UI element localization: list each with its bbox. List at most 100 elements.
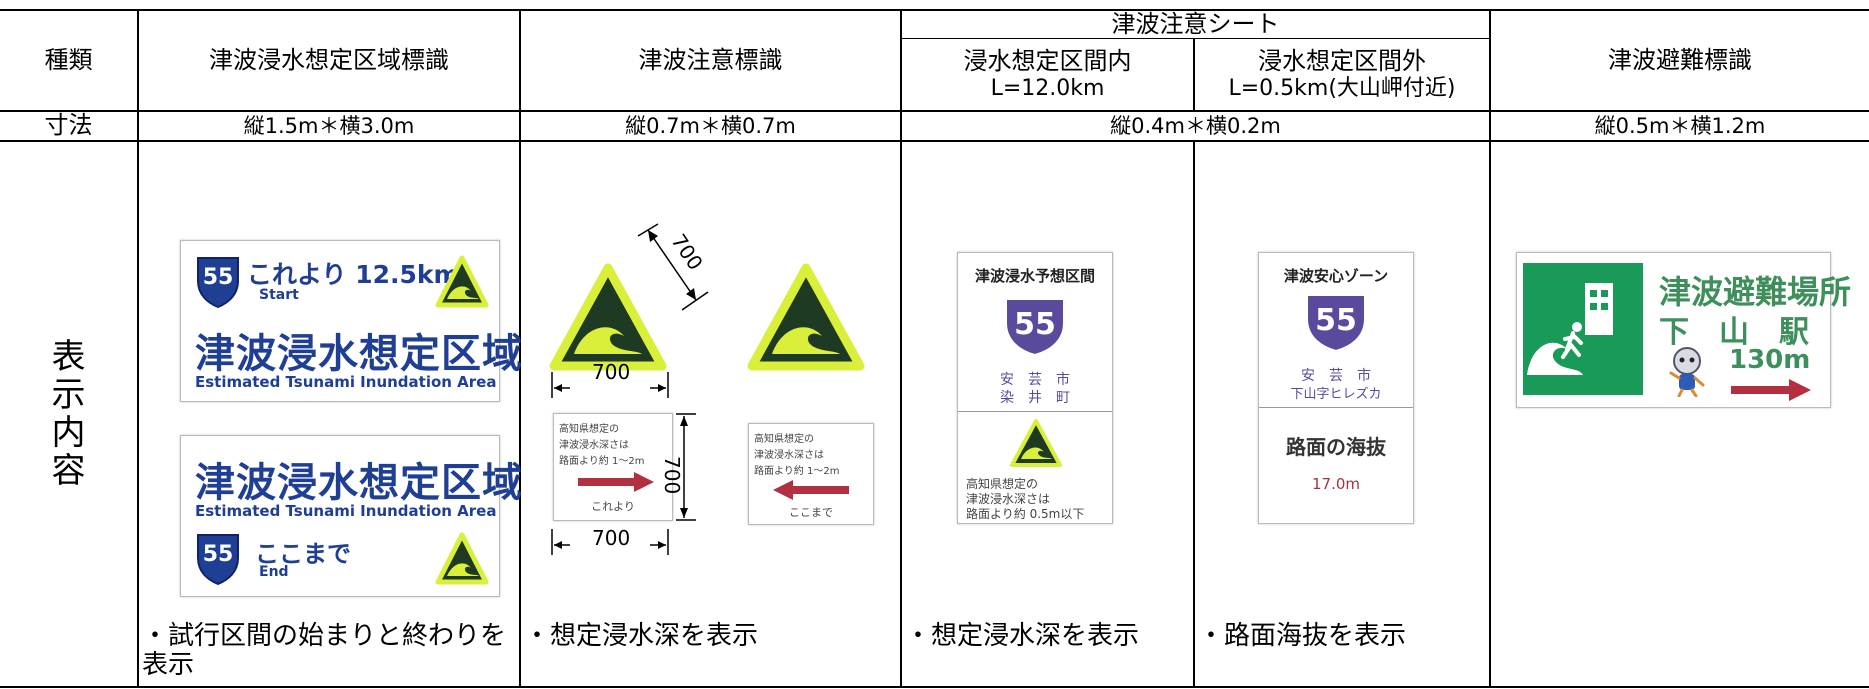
dimension-width-value: 700: [592, 360, 631, 384]
evacuation-distance: 130m: [1729, 345, 1811, 375]
content-label-char: 内: [51, 413, 86, 453]
table-col-divider: [1193, 142, 1195, 688]
tsunami-warning-icon: [435, 532, 489, 585]
header-inside-zone-title: 浸水想定区間内: [963, 47, 1132, 76]
sheet-inside-title: 津波浸水予想区間: [974, 267, 1095, 285]
note-outside-zone: ・路面海抜を表示: [1198, 621, 1407, 651]
header-type-label: 種類: [44, 45, 93, 74]
dimensions-label: 寸法: [44, 111, 93, 140]
caution-plate-start: 高知県想定の 津波浸水深さは 路面より約 1～2m これより: [553, 413, 673, 521]
dimension-width-icon: [551, 529, 669, 555]
sheet-outside-city: 安 芸 市: [1301, 368, 1371, 384]
zone-end-english: Estimated Tsunami Inundation Area: [195, 502, 497, 520]
zone-start-english: Estimated Tsunami Inundation Area: [195, 373, 497, 391]
sheet-inside-route-number: 55: [1014, 307, 1056, 342]
arrow-left-icon: [773, 480, 849, 500]
mascot-icon: [1669, 347, 1705, 397]
header-evacuation-sign: 津波避難標識: [1608, 45, 1752, 74]
header-inside-zone-length: L=12.0km: [990, 75, 1105, 101]
header-outside-zone-title: 浸水想定区間外: [1258, 47, 1426, 76]
table-rule-header: [0, 110, 1869, 112]
route-shield-icon: [1005, 298, 1065, 357]
route-shield-icon: [1306, 294, 1366, 353]
dimensions-caution-sign: 縦0.7m＊横0.7m: [625, 113, 796, 138]
dimension-diagonal-icon: [637, 223, 709, 311]
arrow-right-icon: [578, 472, 654, 492]
table-col-divider: [900, 9, 902, 688]
dimension-width-icon: [551, 372, 669, 398]
table-col-divider: [137, 9, 139, 688]
tsunami-warning-icon: [549, 263, 667, 371]
note-caution-sign: ・想定浸水深を表示: [524, 621, 759, 651]
content-label-char: 表: [51, 336, 86, 377]
sheet-outside-elev-value: 17.0m: [1311, 475, 1360, 493]
arrow-right-icon: [1731, 379, 1811, 401]
dimensions-caution-sheet: 縦0.4m＊横0.2m: [1110, 113, 1281, 138]
zone-end-sub: End: [259, 564, 289, 580]
dimensions-zone-sign: 縦1.5m＊横3.0m: [243, 113, 415, 138]
sheet-outside-zone: 津波安心ゾーン 55 安 芸 市 下山字ヒレズカ 路面の海抜 17.0m: [1258, 252, 1414, 524]
caution-plate-line: 高知県想定の: [754, 434, 814, 445]
sheet-inside-town: 染 井 町: [1000, 390, 1070, 406]
caution-plate-line: 路面より約 1～2m: [559, 456, 645, 467]
caution-plate-end: 高知県想定の 津波浸水深さは 路面より約 1～2m ここまで: [748, 423, 874, 525]
table-col-divider: [519, 9, 521, 688]
evacuation-sign: 津波避難場所 下 山 駅 130m: [1516, 252, 1851, 408]
zone-end-text: ここまで: [255, 540, 351, 568]
zone-start-route-number: 55: [202, 265, 234, 290]
sheet-outside-elev-label: 路面の海抜: [1286, 435, 1386, 459]
sheet-inside-zone: 津波浸水予想区間 55 安 芸 市 染 井 町 高知県想定の 津波浸水深さは 路…: [957, 252, 1113, 524]
caution-plate-line: 津波浸水深さは: [754, 450, 824, 461]
note-zone-sign: ・試行区間の始まりと終わりを表示: [142, 621, 507, 681]
zone-end-title: 津波浸水想定区域: [195, 460, 523, 506]
tsunami-warning-icon: [435, 255, 489, 308]
table-border-top: [0, 9, 1869, 11]
zone-start-title: 津波浸水想定区域: [195, 331, 523, 377]
content-label-char: 示: [51, 374, 86, 415]
content-label: 表 示 内 容: [0, 142, 137, 686]
sheet-outside-district: 下山字ヒレズカ: [1290, 387, 1382, 402]
sheet-outside-divider: [1259, 407, 1413, 408]
caution-plate-line: 津波浸水深さは: [559, 440, 629, 451]
evacuation-title: 津波避難場所: [1659, 273, 1852, 311]
dimensions-evacuation-sign: 縦0.5m＊横1.2m: [1594, 113, 1766, 138]
tsunami-warning-icon: [747, 263, 865, 371]
header-outside-zone: 浸水想定区間外 L=0.5km(大山岬付近): [1195, 39, 1489, 110]
header-inside-zone: 浸水想定区間内 L=12.0km: [902, 39, 1193, 110]
caution-plate-line: 路面より約 1～2m: [754, 466, 840, 477]
caution-plate-bottom: これより: [591, 500, 635, 513]
table-col-divider: [1489, 9, 1491, 688]
header-outside-zone-length: L=0.5km(大山岬付近): [1228, 75, 1456, 101]
header-caution-sheet: 津波注意シート: [1111, 9, 1280, 38]
evacuation-place: 下 山 駅: [1659, 315, 1809, 350]
tsunami-warning-icon: [1010, 419, 1062, 467]
evacuation-building-icon: [1527, 283, 1613, 375]
zone-start-sub: Start: [259, 287, 299, 303]
dimension-width-value: 700: [592, 526, 631, 550]
content-label-char: 容: [51, 451, 86, 492]
zone-end-route-number: 55: [202, 542, 234, 567]
sheet-inside-line: 高知県想定の: [966, 477, 1039, 491]
caution-plate-line: 高知県想定の: [559, 424, 619, 435]
note-inside-zone: ・想定浸水深を表示: [905, 621, 1140, 651]
table-rule-subheader: [900, 38, 1490, 39]
sheet-inside-city: 安 芸 市: [1000, 372, 1070, 388]
header-zone-sign: 津波浸水想定区域標識: [209, 45, 449, 74]
sheet-inside-line: 路面より約 0.5m以下: [966, 507, 1085, 521]
zone-end-sign: 津波浸水想定区域 Estimated Tsunami Inundation Ar…: [180, 435, 522, 597]
zone-start-sign: 55 これより 12.5km Start 津波浸水想定区域 Estimated …: [180, 240, 522, 402]
dimension-height-icon: [676, 413, 696, 521]
sheet-outside-route-number: 55: [1315, 303, 1357, 338]
dimension-height-value: 700: [660, 456, 684, 495]
caution-plate-bottom: ここまで: [789, 506, 833, 519]
table-border-bottom: [0, 686, 1869, 688]
header-caution-sign: 津波注意標識: [638, 45, 783, 74]
route-shield-icon: [197, 534, 239, 586]
table-col-divider: [1193, 38, 1195, 110]
route-shield-icon: [197, 257, 239, 309]
evacuation-pictogram: [1523, 263, 1643, 395]
sheet-outside-title: 津波安心ゾーン: [1283, 267, 1389, 285]
table-rule-dimensions: [0, 140, 1869, 142]
sheet-inside-line: 津波浸水深さは: [966, 492, 1051, 506]
